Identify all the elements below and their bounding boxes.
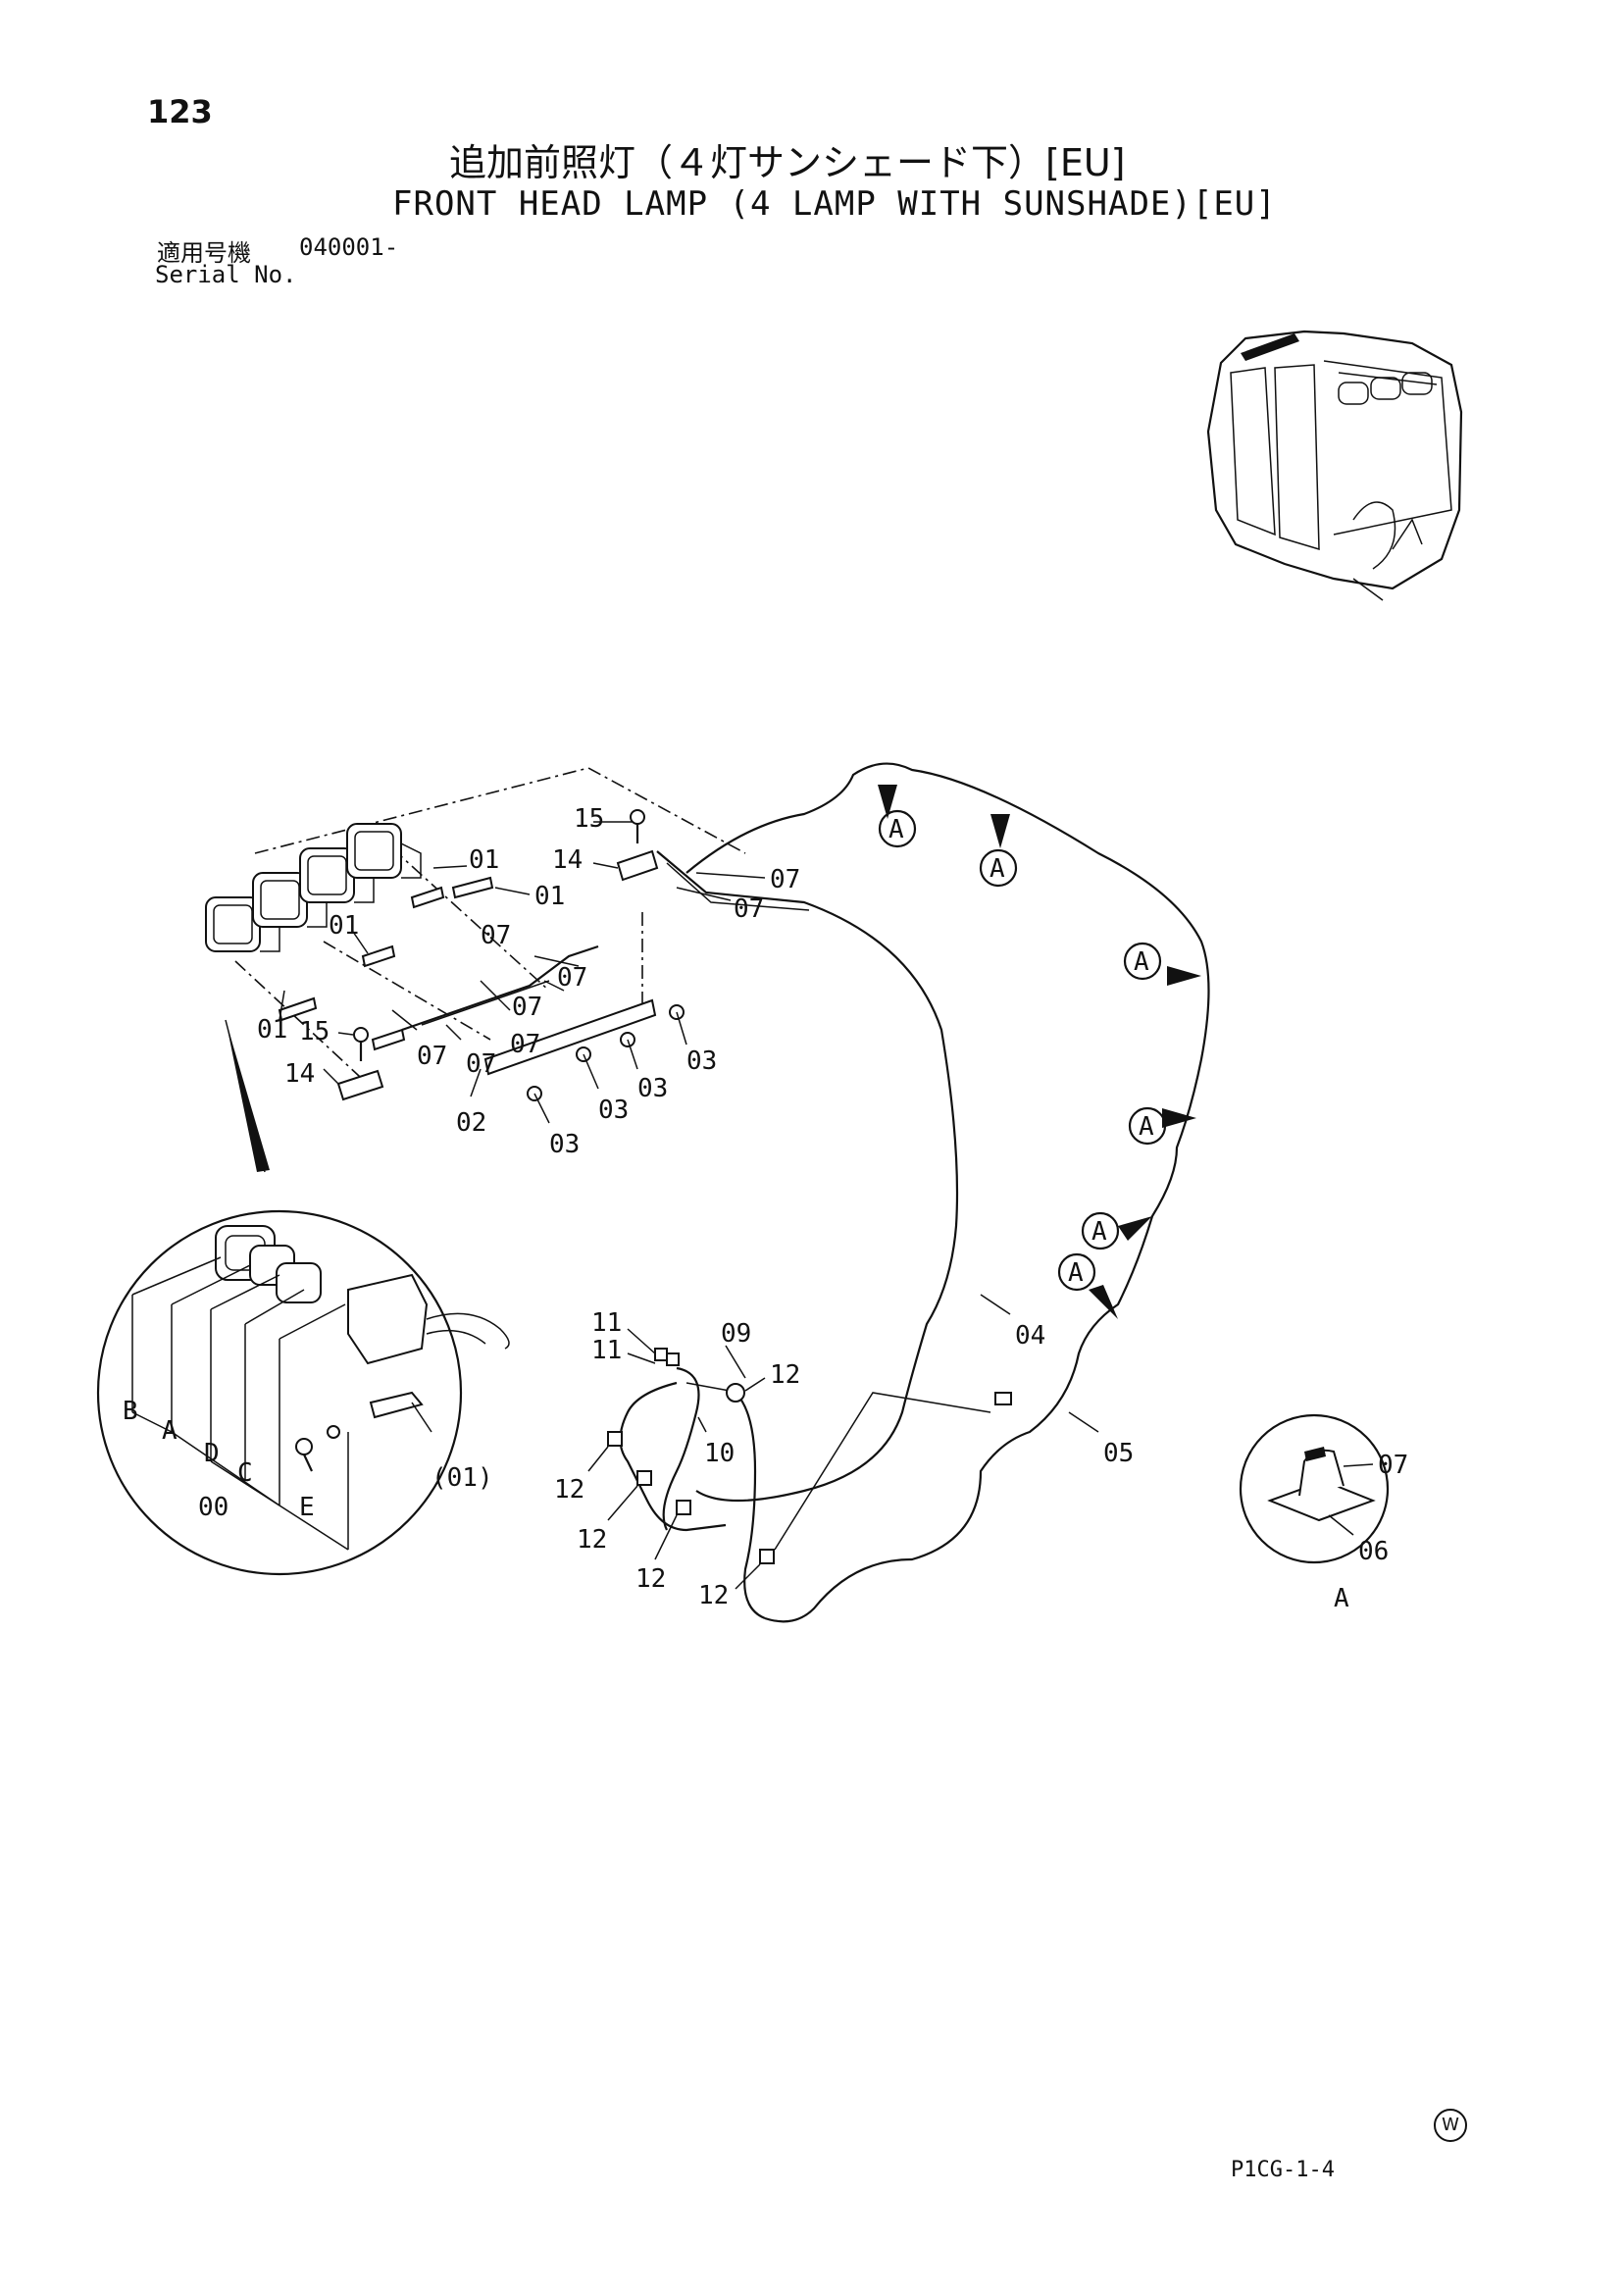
callout-03-a: 03 xyxy=(686,1046,717,1076)
letter-e: E xyxy=(299,1493,315,1522)
head-lamp-2 xyxy=(252,872,328,928)
callout-07-e: 07 xyxy=(512,993,542,1022)
callout-07-detail: 07 xyxy=(1378,1451,1408,1480)
harness-05 xyxy=(685,762,1210,1623)
letter-b: B xyxy=(123,1397,138,1426)
circled-a-markers: A A A A A A xyxy=(878,809,1167,1292)
callout-03-c: 03 xyxy=(598,1096,629,1125)
callout-03-d: 03 xyxy=(549,1130,580,1159)
callout-04: 04 xyxy=(1015,1321,1045,1351)
serial-label-english: Serial No. xyxy=(155,261,297,288)
callout-12-e: 12 xyxy=(698,1581,729,1610)
letter-00: 00 xyxy=(198,1493,228,1522)
callout-14-a: 14 xyxy=(552,845,583,875)
footer-code: P1CG-1-4 xyxy=(1231,2158,1335,2182)
callout-06: 06 xyxy=(1358,1537,1389,1566)
callout-07-b: 07 xyxy=(734,894,764,924)
brackets xyxy=(278,876,494,1051)
harness-04 xyxy=(656,850,959,1503)
callout-01-a: 01 xyxy=(469,845,499,875)
callout-09: 09 xyxy=(721,1319,751,1349)
callout-07-d: 07 xyxy=(557,963,587,993)
view-marker-a-4: A xyxy=(1139,1112,1154,1142)
title-english: FRONT HEAD LAMP (4 LAMP WITH SUNSHADE)[E… xyxy=(392,184,1277,224)
cab-thumbnail xyxy=(1206,330,1463,601)
view-markers xyxy=(878,785,1201,1319)
callout-03-b: 03 xyxy=(637,1074,668,1103)
callout-07-g: 07 xyxy=(466,1049,496,1079)
serial-number: 040001- xyxy=(299,233,399,261)
callout-02: 02 xyxy=(456,1108,486,1138)
view-marker-a-6: A xyxy=(1068,1258,1084,1288)
callout-05: 05 xyxy=(1103,1439,1134,1468)
callout-01-d: 01 xyxy=(257,1015,287,1045)
callout-12-a: 12 xyxy=(770,1360,800,1390)
callout-11-b: 11 xyxy=(591,1336,622,1365)
callout-12-b: 12 xyxy=(554,1475,584,1505)
callout-labels: 01 01 01 01 07 07 07 07 07 07 07 07 15 1… xyxy=(123,804,1408,1613)
callout-10: 10 xyxy=(704,1439,735,1468)
detail-a-label: A xyxy=(1334,1584,1349,1613)
view-marker-a-2: A xyxy=(990,854,1005,884)
mounting-bar xyxy=(401,944,657,1076)
head-lamp-4 xyxy=(346,823,422,879)
callout-01-c: 01 xyxy=(329,911,359,941)
view-marker-a-1: A xyxy=(888,815,904,844)
view-marker-a-5: A xyxy=(1091,1217,1107,1247)
callout-01-b: 01 xyxy=(534,882,565,911)
page-number: 123 xyxy=(147,93,213,130)
callout-07-h: 07 xyxy=(417,1042,447,1071)
callout-07-c: 07 xyxy=(481,921,511,950)
head-lamps xyxy=(205,823,422,952)
lamp-detail-view xyxy=(96,1019,510,1576)
callout-01-detail: (01) xyxy=(431,1463,493,1493)
callout-15-a: 15 xyxy=(574,804,604,834)
letter-a: A xyxy=(162,1416,178,1446)
title-japanese: 追加前照灯（４灯サンシェード下）[EU] xyxy=(449,141,1126,184)
lower-connectors xyxy=(607,1348,1012,1620)
letter-d: D xyxy=(204,1439,220,1468)
view-marker-a-3: A xyxy=(1134,947,1149,977)
callout-14-b: 14 xyxy=(284,1059,315,1089)
callout-11-a: 11 xyxy=(591,1308,622,1338)
callout-07-f: 07 xyxy=(510,1030,540,1059)
watermark-icon: W xyxy=(1434,2109,1467,2142)
detail-a-view xyxy=(1239,1413,1390,1564)
callout-12-c: 12 xyxy=(577,1525,607,1555)
callout-12-d: 12 xyxy=(635,1564,666,1594)
callout-07-a: 07 xyxy=(770,865,800,894)
callout-15-b: 15 xyxy=(299,1017,330,1046)
leader-lines xyxy=(279,821,1374,1590)
letter-c: C xyxy=(237,1458,253,1488)
serial-label-japanese: 適用号機 xyxy=(157,239,251,267)
